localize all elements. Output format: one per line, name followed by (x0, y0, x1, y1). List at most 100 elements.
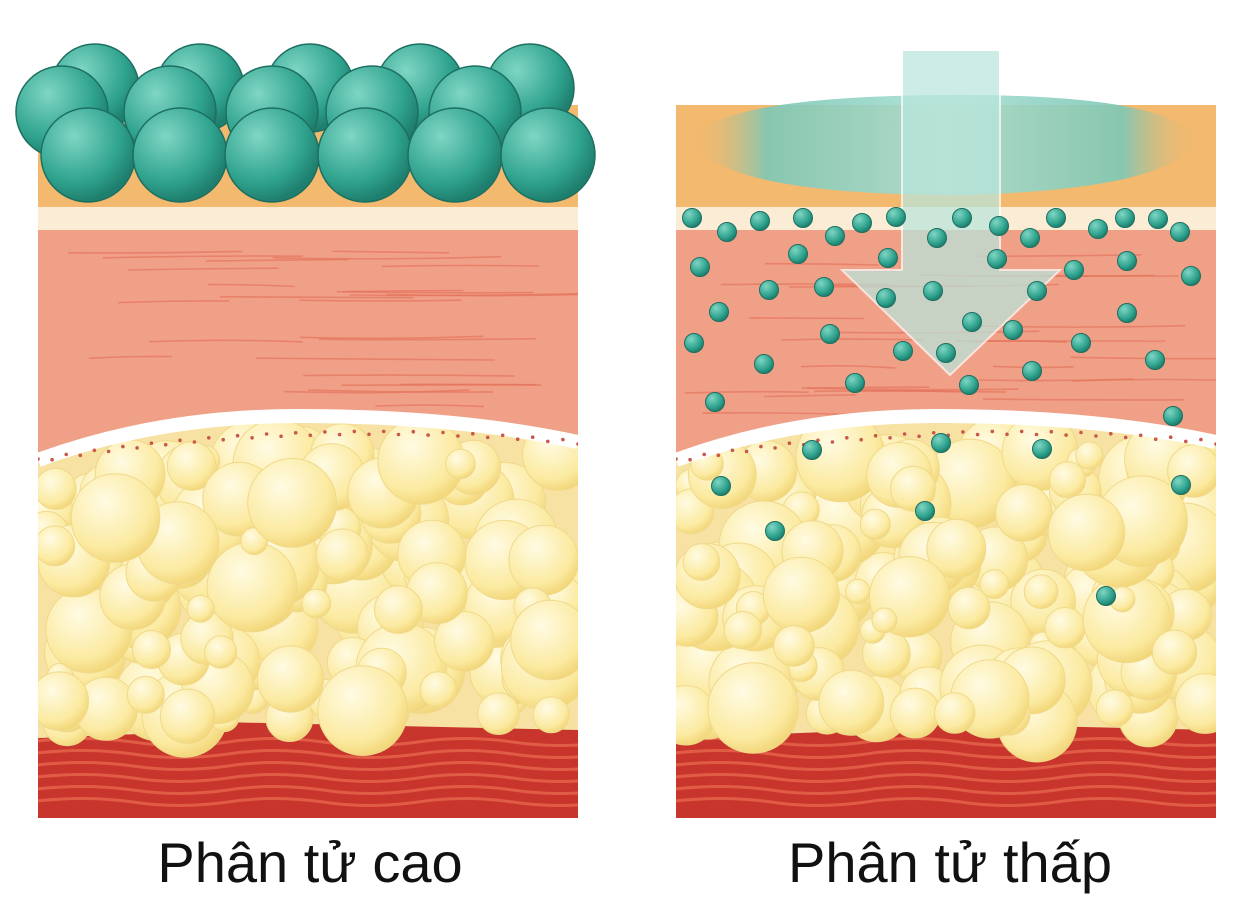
membrane-dot (1153, 437, 1158, 442)
membrane-dot (106, 449, 111, 454)
membrane-dot (426, 433, 430, 437)
molecule (1145, 350, 1165, 370)
dermis-fiber (764, 394, 857, 398)
fat-cell (859, 508, 891, 540)
fat-cell (762, 556, 840, 634)
membrane-dot (367, 432, 371, 437)
dermis-fiber (381, 264, 540, 268)
dermis-fiber (781, 338, 923, 341)
dermis-fiber (128, 267, 279, 271)
molecule (1046, 208, 1066, 228)
membrane-dot (759, 444, 763, 449)
membrane-dot (279, 434, 283, 439)
dermis-fiber (1070, 356, 1216, 360)
membrane-dot (178, 438, 182, 443)
membrane-dot (561, 437, 565, 442)
dermis-fiber (284, 389, 470, 394)
membrane-dot (1123, 435, 1128, 440)
molecule (1096, 586, 1116, 606)
membrane-dot (64, 452, 68, 457)
molecule (711, 476, 731, 496)
fat-cell (508, 524, 578, 596)
membrane-dot (1184, 439, 1188, 444)
fat-cell (773, 625, 815, 667)
membrane-dot (78, 453, 83, 458)
fat-cell (445, 448, 476, 480)
dermis-fiber (318, 337, 536, 341)
fat-cell (1095, 689, 1134, 728)
membrane-dot (975, 432, 980, 437)
fat-cell (38, 525, 76, 567)
fat-cell (947, 586, 991, 630)
membrane-dot (1109, 431, 1113, 436)
membrane-dot (264, 432, 269, 436)
dermis-fiber (149, 339, 303, 343)
fat-cell (532, 696, 570, 734)
fat-cell (374, 585, 423, 634)
fat-cell (707, 662, 799, 754)
membrane-dot (576, 442, 578, 446)
fat-cell (845, 578, 871, 605)
muscle-fiber (38, 749, 578, 759)
molecule (40, 107, 136, 203)
membrane-dot (308, 433, 313, 438)
dermis-layer (38, 228, 578, 455)
molecule (407, 107, 503, 203)
fat-cell (477, 692, 520, 736)
stratum-layer (38, 206, 578, 230)
molecule (709, 302, 729, 322)
fat-cell (682, 543, 721, 581)
molecule (317, 107, 413, 203)
membrane-dot (902, 432, 907, 436)
skin-layers (38, 105, 578, 818)
dermis-fiber (255, 357, 495, 361)
membrane-dot (716, 453, 721, 458)
molecule (1148, 209, 1168, 229)
molecule (1032, 439, 1052, 459)
muscle-fiber (38, 737, 578, 747)
molecule (705, 392, 725, 412)
molecule (876, 288, 896, 308)
small-molecules (682, 207, 1201, 606)
molecule (802, 440, 822, 460)
panel-high-molecular (15, 43, 596, 818)
dermis-fiber (801, 387, 1019, 391)
molecule (793, 208, 813, 228)
dermis-fiber (272, 255, 502, 260)
fat-cell (1174, 673, 1216, 734)
dermis-fiber (375, 404, 485, 408)
dermis-fiber (102, 255, 303, 259)
membrane-dot (830, 440, 835, 444)
muscle-fiber (676, 749, 1216, 759)
fat-cell (1044, 607, 1086, 649)
membrane-dot (1168, 435, 1173, 440)
molecule (952, 208, 972, 228)
molecule (845, 373, 865, 393)
dermis-fiber (207, 283, 295, 288)
membrane-dot (730, 448, 735, 453)
dermis-fiber (748, 317, 865, 320)
membrane-dot (816, 438, 820, 443)
membrane-dot (381, 429, 386, 434)
molecule (1181, 266, 1201, 286)
dermis-fiber (814, 390, 975, 393)
molecule (759, 280, 779, 300)
membrane-dot (471, 431, 475, 436)
membrane-dot (396, 432, 401, 437)
fat-cell (434, 611, 495, 672)
membrane-dot (873, 433, 878, 438)
dermis-fiber (1072, 378, 1216, 382)
fat-cell (317, 665, 409, 756)
large-molecules (15, 43, 596, 203)
membrane-dot (352, 429, 357, 434)
membrane-dot (207, 436, 211, 440)
fat-cell (132, 630, 171, 669)
membrane-dot (859, 437, 863, 442)
caption-low-molecular: Phân tử thấp (788, 831, 1112, 894)
dermis-fiber (806, 386, 930, 389)
molecule (1020, 228, 1040, 248)
membrane-dot (1034, 432, 1039, 437)
membrane-dot (702, 452, 706, 457)
molecule (750, 211, 770, 231)
dermis-fiber (684, 390, 809, 394)
